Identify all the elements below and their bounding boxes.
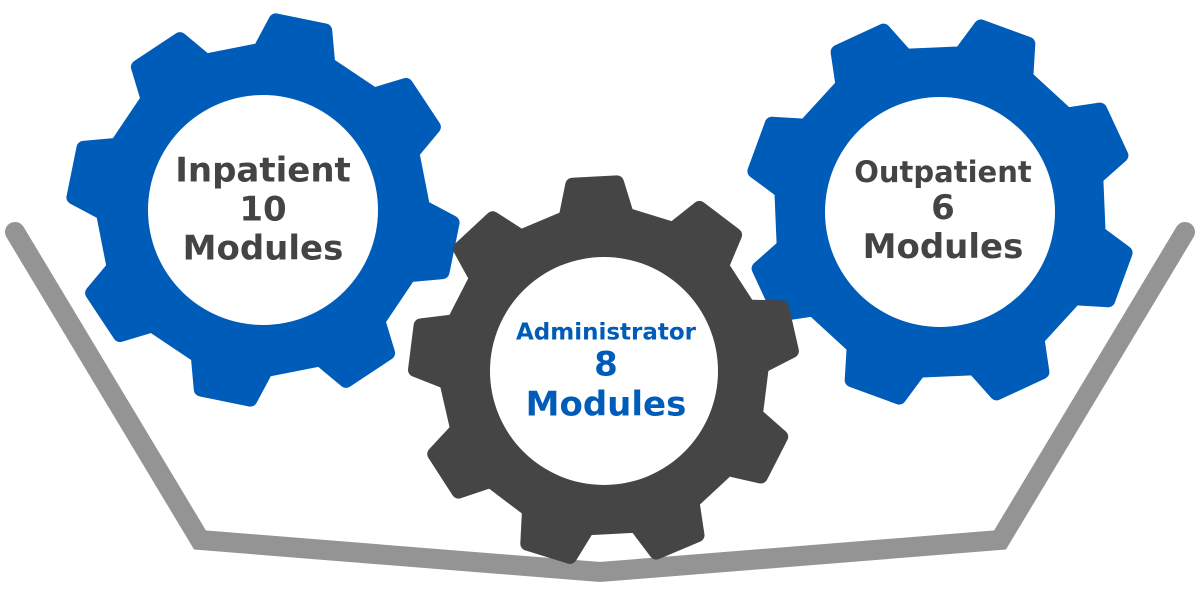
administrator-label: Administrator 8 Modules xyxy=(516,320,696,425)
administrator-gear-hub xyxy=(490,257,718,485)
inpatient-count: 10 xyxy=(239,189,287,230)
inpatient-title: Inpatient xyxy=(175,150,351,191)
tray-line xyxy=(5,222,1195,583)
inpatient-label: Inpatient 10 Modules xyxy=(175,151,351,268)
administrator-count: 8 xyxy=(594,345,618,386)
outpatient-count: 6 xyxy=(931,188,955,229)
outpatient-gear-hub xyxy=(825,97,1055,327)
outpatient-title: Outpatient xyxy=(854,155,1032,190)
outpatient-label: Outpatient 6 Modules xyxy=(854,155,1032,268)
outpatient-unit: Modules xyxy=(862,227,1024,268)
administrator-title: Administrator xyxy=(515,319,697,346)
inpatient-unit: Modules xyxy=(182,228,344,269)
inpatient-gear-hub xyxy=(148,95,378,325)
administrator-unit: Modules xyxy=(525,384,687,425)
